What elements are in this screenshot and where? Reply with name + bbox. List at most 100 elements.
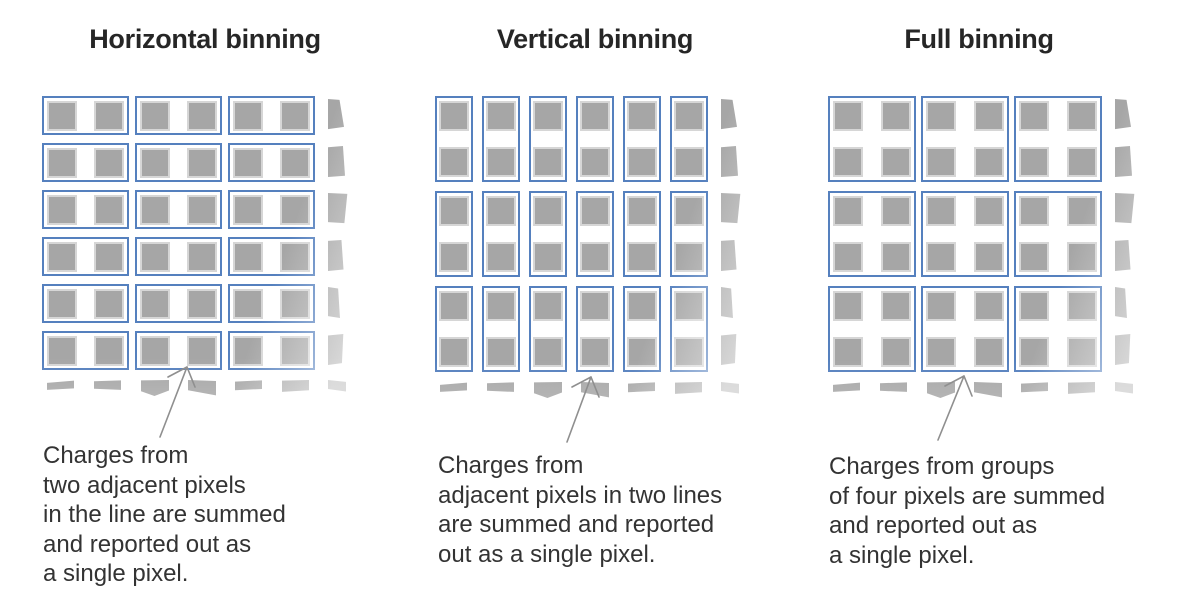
panel-title: Vertical binning: [496, 24, 694, 54]
pixel-square: [627, 242, 657, 272]
pixel-square: [580, 101, 610, 131]
caption-line: a single pixel.: [43, 560, 189, 587]
pixel-square: [627, 196, 657, 226]
partial-pixel-bottom: [534, 382, 562, 398]
bin-outline: [42, 284, 129, 323]
pixel-square: [580, 147, 610, 177]
caption-line: Charges from: [43, 442, 189, 469]
pixel-square: [1067, 147, 1097, 177]
bin-outline: [529, 96, 567, 182]
pixel-square: [926, 242, 956, 272]
bin-outline: [482, 286, 520, 372]
pixel-square: [533, 337, 563, 367]
caption-line: Charges from groups: [829, 453, 1055, 480]
pixel-square: [187, 288, 217, 319]
pixel-square: [439, 196, 469, 226]
pixel-square: [280, 288, 310, 319]
partial-pixel-bottom: [880, 382, 907, 392]
partial-pixel-right: [1115, 240, 1131, 271]
bin-outline: [42, 96, 129, 135]
bin-outline: [228, 331, 315, 370]
pixel-square: [974, 337, 1004, 367]
partial-pixel-bottom: [235, 380, 262, 391]
panel-title: Horizontal binning: [89, 24, 321, 54]
pixel-square: [833, 196, 863, 226]
bin-outline: [228, 284, 315, 323]
bin-outline: [228, 190, 315, 229]
partial-pixel-bottom: [1115, 382, 1133, 394]
pixel-square: [580, 196, 610, 226]
pixel-square: [233, 100, 263, 131]
pixel-square: [926, 337, 956, 367]
panel-title: Full binning: [904, 24, 1054, 54]
bin-outline: [1014, 286, 1102, 372]
pixel-square: [94, 100, 124, 131]
pixel-square: [674, 291, 704, 321]
bin-outline: [828, 96, 916, 182]
pixel-square: [439, 291, 469, 321]
caption-line: in the line are summed: [43, 501, 286, 528]
partial-pixel-bottom: [628, 382, 655, 393]
partial-pixel-bottom: [94, 380, 121, 390]
caption-line: and reported out as: [43, 530, 252, 558]
pixel-square: [974, 242, 1004, 272]
caption-line: of four pixels are summed: [829, 482, 1106, 510]
pixel-square: [533, 242, 563, 272]
caption-line: out as a single pixel.: [438, 540, 656, 568]
bin-grid: [42, 96, 357, 370]
bin-grid: [828, 96, 1144, 372]
bin-outline: [228, 96, 315, 135]
partial-pixel-bottom: [927, 382, 955, 398]
pixel-square: [1067, 196, 1097, 226]
pixel-square: [1019, 101, 1049, 131]
bin-outline: [670, 286, 708, 372]
pixel-square: [439, 147, 469, 177]
bin-outline: [576, 96, 614, 182]
pixel-square: [439, 242, 469, 272]
partial-pixel-bottom: [675, 382, 702, 394]
pixel-square: [1067, 337, 1097, 367]
bin-outline: [623, 191, 661, 277]
pixel-square: [881, 147, 911, 177]
bin-outline: [1014, 96, 1102, 182]
pixel-square: [280, 241, 310, 272]
pixel-square: [140, 194, 170, 225]
sensor-grid: [828, 96, 1144, 402]
partial-pixel-bottom: [721, 382, 739, 394]
bin-outline: [135, 143, 222, 182]
pixel-square: [94, 194, 124, 225]
pixel-square: [1067, 242, 1097, 272]
pixel-square: [627, 291, 657, 321]
pixel-square: [533, 291, 563, 321]
pixel-square: [833, 147, 863, 177]
partial-pixel-bottom: [581, 382, 609, 398]
caption-line: and reported out as: [829, 512, 1038, 539]
caption-line: a single pixel.: [829, 541, 975, 569]
bin-outline: [42, 237, 129, 276]
bin-outline: [921, 286, 1009, 372]
sensor-grid: [435, 96, 750, 402]
pixel-square: [926, 101, 956, 131]
pixel-square: [140, 288, 170, 319]
pixel-square: [187, 335, 217, 366]
pixel-square: [280, 100, 310, 131]
partial-pixel-bottom: [1068, 382, 1095, 394]
pixel-square: [580, 291, 610, 321]
pixel-square: [233, 288, 263, 319]
partial-pixel-bottom: [141, 380, 169, 396]
bin-outline: [228, 143, 315, 182]
bin-outline: [435, 286, 473, 372]
pixel-square: [627, 147, 657, 177]
pixel-square: [833, 101, 863, 131]
pixel-square: [674, 196, 704, 226]
pixel-square: [187, 194, 217, 225]
bin-outline: [135, 190, 222, 229]
pixel-square: [926, 196, 956, 226]
bin-outline: [42, 143, 129, 182]
pixel-square: [881, 337, 911, 367]
partial-pixel-bottom: [833, 382, 860, 392]
pixel-square: [1019, 147, 1049, 177]
pixel-square: [140, 100, 170, 131]
